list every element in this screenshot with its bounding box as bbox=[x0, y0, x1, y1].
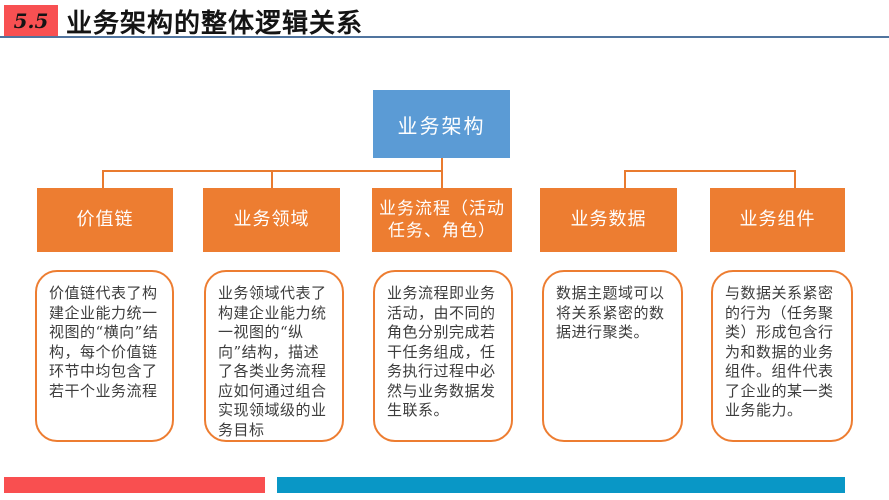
page-title: 业务架构的整体逻辑关系 bbox=[66, 9, 364, 39]
connector-left-horizontal bbox=[102, 170, 443, 172]
title-underline bbox=[0, 36, 889, 38]
footer-bar-blue bbox=[277, 477, 845, 493]
desc-business-process: 业务流程即业务活动，由不同的角色分别完成若干任务组成，任务执行过程中必然与业务数… bbox=[373, 270, 513, 442]
desc-value-chain: 价值链代表了构建企业能力统一视图的“横向”结构，每个价值链环节中均包含了若干个业… bbox=[35, 270, 174, 442]
node-value-chain: 价值链 bbox=[37, 188, 173, 252]
desc-business-component: 与数据关系紧密的行为（任务聚类）形成包含行为和数据的业务组件。组件代表了企业的某… bbox=[711, 270, 853, 442]
node-business-architecture: 业务架构 bbox=[373, 90, 510, 158]
connector-drop-business-domain bbox=[271, 172, 273, 188]
section-number-badge: 5.5 bbox=[4, 5, 58, 36]
node-business-data: 业务数据 bbox=[540, 188, 677, 252]
node-business-domain: 业务领域 bbox=[203, 188, 340, 252]
connector-root-vertical bbox=[441, 158, 443, 189]
connector-drop-business-data bbox=[624, 172, 626, 188]
connector-right-horizontal bbox=[624, 170, 796, 172]
desc-business-data: 数据主题域可以将关系紧密的数据进行聚类。 bbox=[542, 270, 683, 442]
node-business-component: 业务组件 bbox=[710, 188, 845, 252]
connector-drop-business-component bbox=[794, 172, 796, 188]
footer-bar-red bbox=[4, 477, 265, 493]
node-business-process: 业务流程（活动 任务、角色） bbox=[372, 188, 512, 252]
desc-business-domain: 业务领域代表了构建企业能力统一视图的“纵向”结构，描述了各类业务流程应如何通过组… bbox=[204, 270, 344, 442]
connector-drop-value-chain bbox=[102, 172, 104, 188]
